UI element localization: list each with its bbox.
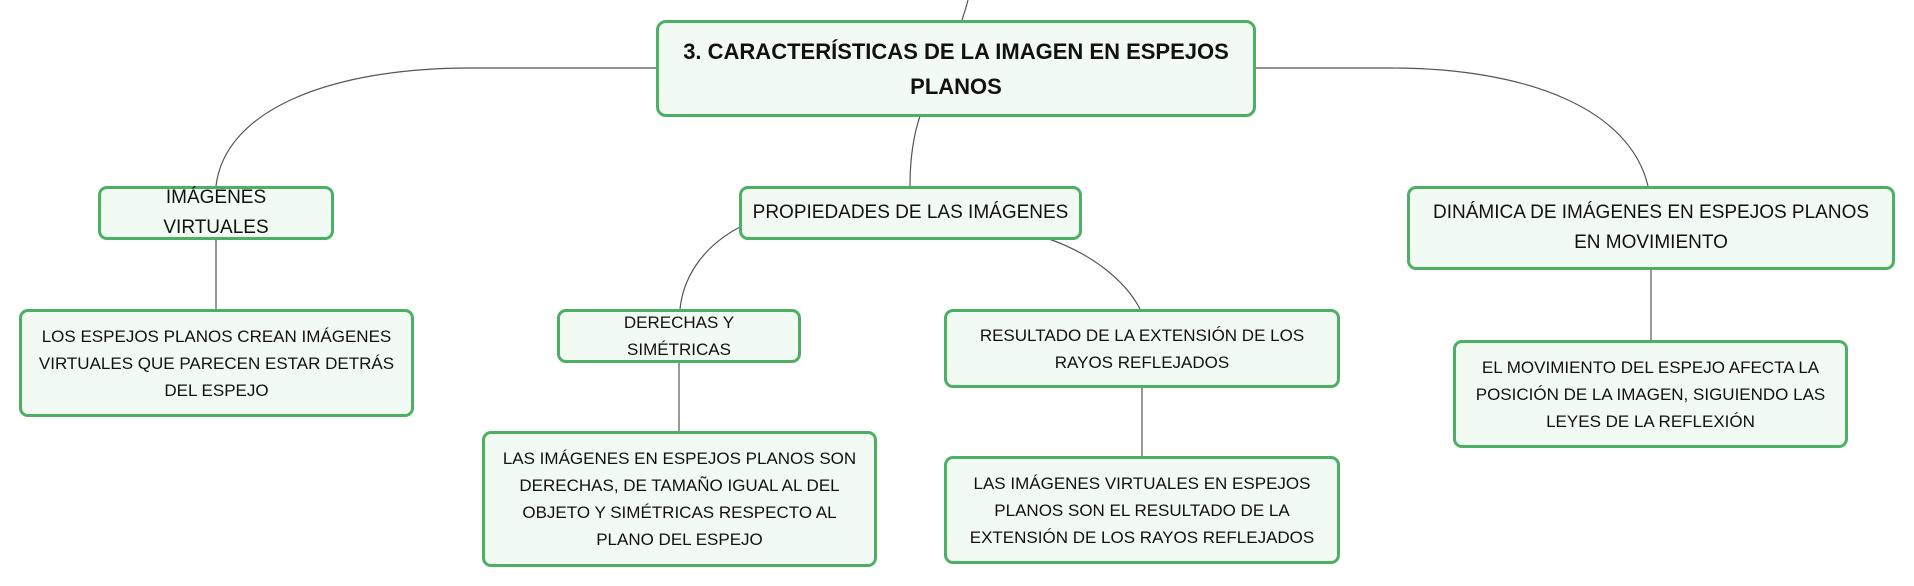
- topic-virtual-images-label: IMÁGENES VIRTUALES: [163, 187, 269, 238]
- detail-ray-extension[interactable]: LAS IMÁGENES VIRTUALES EN ESPEJOS PLANOS…: [944, 456, 1340, 564]
- detail-virtual-images[interactable]: LOS ESPEJOS PLANOS CREAN IMÁGENES VIRTUA…: [19, 309, 414, 417]
- topic-moving-mirrors[interactable]: DINÁMICA DE IMÁGENES EN ESPEJOS PLANOS E…: [1407, 186, 1895, 270]
- detail-upright-symmetric-text: LAS IMÁGENES EN ESPEJOS PLANOS SON DEREC…: [502, 449, 857, 549]
- topic-image-properties-label: PROPIEDADES DE LAS IMÁGENES: [752, 202, 1069, 223]
- topic-virtual-images[interactable]: IMÁGENES VIRTUALES: [98, 186, 334, 240]
- detail-moving-mirrors[interactable]: EL MOVIMIENTO DEL ESPEJO AFECTA LA POSIC…: [1453, 340, 1848, 448]
- connector-root-to-motion: [1256, 67, 1649, 187]
- connector-root-to-virtual: [215, 67, 656, 187]
- topic-moving-mirrors-label: DINÁMICA DE IMÁGENES EN ESPEJOS PLANOS E…: [1432, 202, 1870, 253]
- connector-parent-to-root: [961, 0, 969, 21]
- detail-upright-symmetric[interactable]: LAS IMÁGENES EN ESPEJOS PLANOS SON DEREC…: [482, 431, 877, 567]
- detail-moving-mirrors-text: EL MOVIMIENTO DEL ESPEJO AFECTA LA POSIC…: [1475, 357, 1826, 431]
- connector-properties-to-extension: [1042, 236, 1141, 310]
- connector-root-to-properties: [909, 115, 921, 187]
- subtopic-upright-symmetric-label: DERECHAS Y SIMÉTRICAS: [623, 313, 735, 359]
- detail-virtual-images-text: LOS ESPEJOS PLANOS CREAN IMÁGENES VIRTUA…: [38, 326, 395, 400]
- topic-image-properties[interactable]: PROPIEDADES DE LAS IMÁGENES: [739, 186, 1082, 240]
- subtopic-upright-symmetric[interactable]: DERECHAS Y SIMÉTRICAS: [557, 309, 801, 363]
- subtopic-ray-extension[interactable]: RESULTADO DE LA EXTENSIÓN DE LOS RAYOS R…: [944, 309, 1340, 388]
- subtopic-ray-extension-label: RESULTADO DE LA EXTENSIÓN DE LOS RAYOS R…: [979, 325, 1305, 372]
- root-topic-node[interactable]: 3. CARACTERÍSTICAS DE LA IMAGEN EN ESPEJ…: [656, 20, 1256, 117]
- connector-properties-to-upright: [679, 226, 741, 310]
- detail-ray-extension-text: LAS IMÁGENES VIRTUALES EN ESPEJOS PLANOS…: [969, 473, 1315, 547]
- root-topic-label: 3. CARACTERÍSTICAS DE LA IMAGEN EN ESPEJ…: [683, 38, 1229, 99]
